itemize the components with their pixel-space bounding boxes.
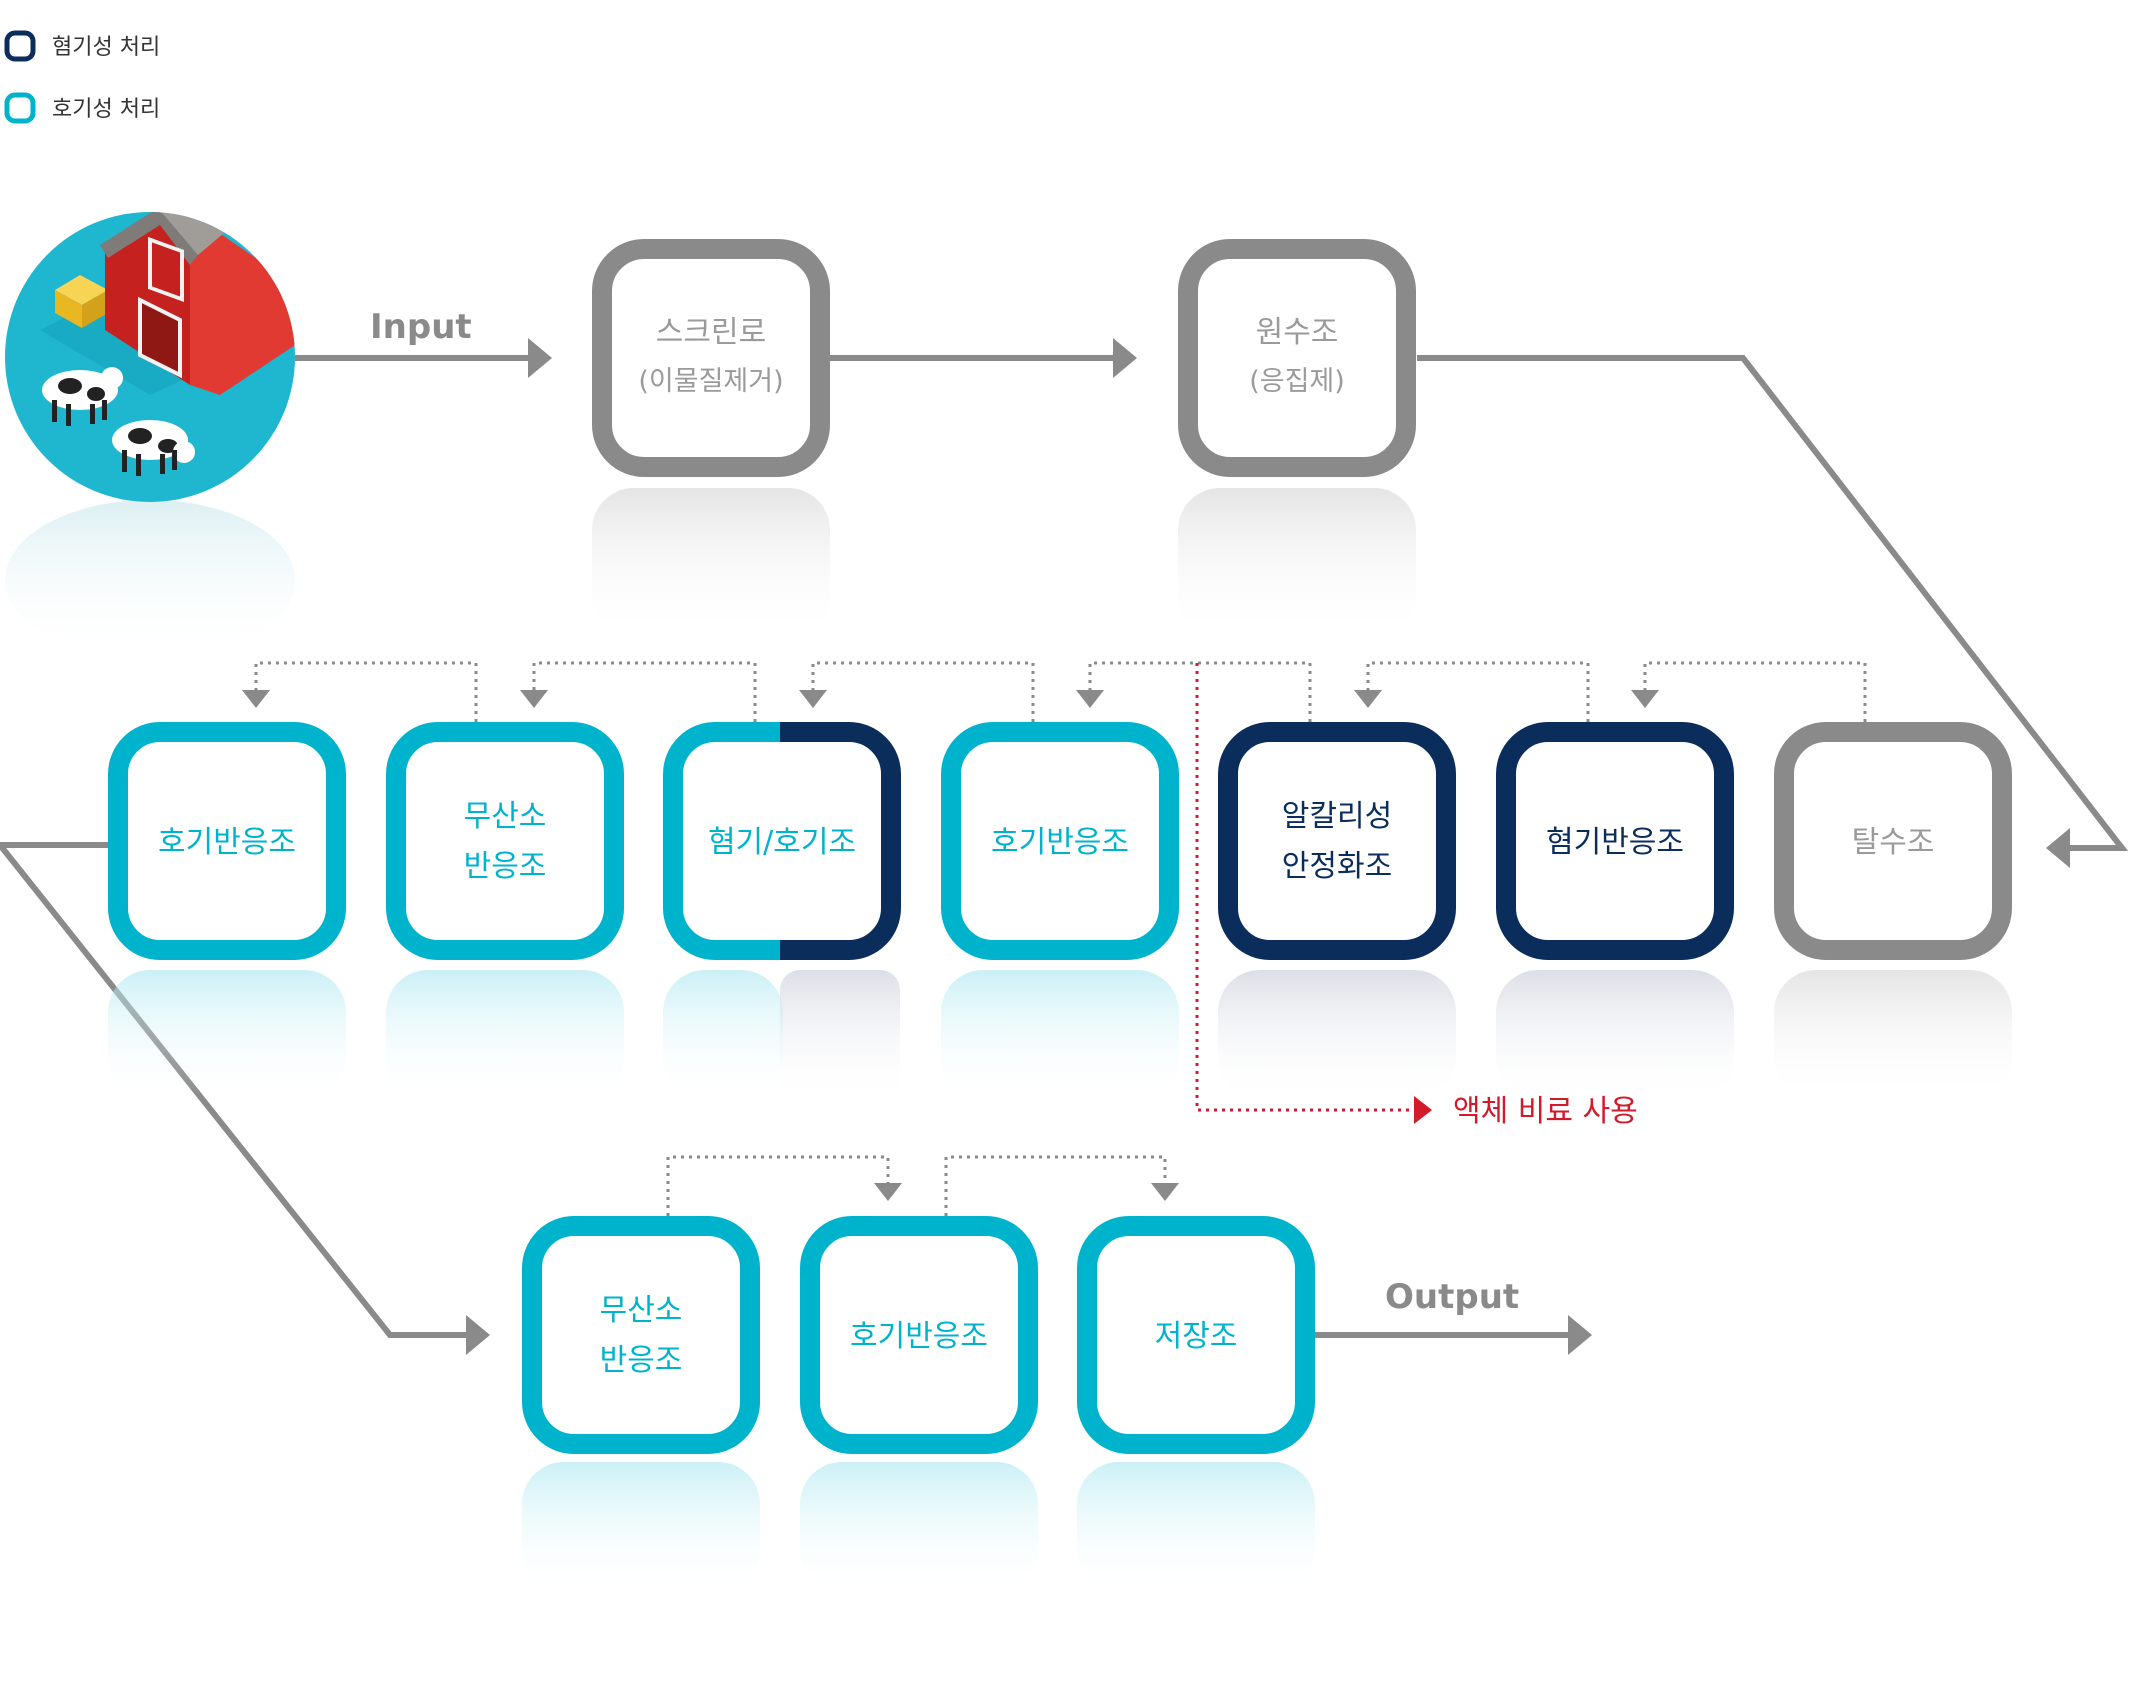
legend-anaerobic-label: 혐기성 처리 [52, 35, 160, 60]
input-arrow [295, 338, 552, 378]
cow-1 [42, 367, 123, 426]
legend-aerobic-swatch [4, 92, 36, 124]
box-aerobic3-line1: 호기반응조 [850, 1319, 988, 1354]
box-reflections [108, 488, 2012, 1592]
box-raw: 원수조 (응집제) [1178, 239, 1416, 477]
dotted-flow-arrowheads-row2 [242, 690, 1659, 708]
box-dewater: 탈수조 [1774, 722, 2012, 960]
box-raw-line1: 원수조 [1256, 315, 1339, 350]
legend: 혐기성 처리 호기성 처리 [4, 30, 160, 124]
box-aerobic2-line1: 호기반응조 [991, 825, 1129, 860]
box-screen: 스크린로 (이물질제거) [592, 239, 830, 477]
farm-reflection [5, 500, 295, 660]
box-dewater-line1: 탈수조 [1852, 825, 1935, 860]
cow-2 [112, 420, 195, 476]
box-anoxic1-line2: 반응조 [464, 849, 547, 884]
box-alkaline-line1: 알칼리성 [1282, 799, 1392, 834]
dotted-flows-row2 [254, 661, 1867, 722]
dotted-flow-arrowheads-row3 [874, 1183, 1179, 1201]
box-screen-line1: 스크린로 [656, 315, 766, 350]
box-screen-line2: (이물질제거) [638, 366, 783, 397]
box-hybrid: 혐기/호기조 [663, 722, 901, 960]
box-raw-line2: (응집제) [1249, 366, 1345, 397]
barn-with-cows-icon [5, 212, 295, 660]
box-anoxic1-line1: 무산소 [464, 799, 547, 834]
box-anoxic1: 무산소 반응조 [386, 722, 624, 960]
box-aerobic3: 호기반응조 [800, 1216, 1038, 1454]
box-hybrid-line1: 혐기/호기조 [708, 825, 856, 860]
box-storage: 저장조 [1077, 1216, 1315, 1454]
box-storage-line1: 저장조 [1155, 1319, 1238, 1354]
box-anoxic2-line1: 무산소 [600, 1293, 683, 1328]
arrow-screen-to-raw [830, 338, 1137, 378]
box-alkaline: 알칼리성 안정화조 [1218, 722, 1456, 960]
box-anoxic2: 무산소 반응조 [522, 1216, 760, 1454]
box-anaerobic-reactor: 혐기반응조 [1496, 722, 1734, 960]
legend-aerobic-label: 호기성 처리 [52, 97, 160, 122]
box-aerobic1-line1: 호기반응조 [158, 825, 296, 860]
arrow-raw-to-dewater [1417, 355, 2129, 868]
input-label: Input [370, 307, 472, 347]
box-alkaline-line2: 안정화조 [1282, 849, 1392, 884]
box-anaerobic-reactor-line1: 혐기반응조 [1546, 825, 1684, 860]
legend-anaerobic-swatch [4, 30, 36, 62]
output-label: Output [1385, 1277, 1519, 1317]
dotted-flows-row3 [666, 1155, 1167, 1216]
box-anoxic2-line2: 반응조 [600, 1343, 683, 1378]
box-aerobic2: 호기반응조 [941, 722, 1179, 960]
output-arrow [1315, 1315, 1592, 1355]
liquid-fertilizer-line [1195, 663, 1432, 1124]
box-aerobic1: 호기반응조 [108, 722, 346, 960]
